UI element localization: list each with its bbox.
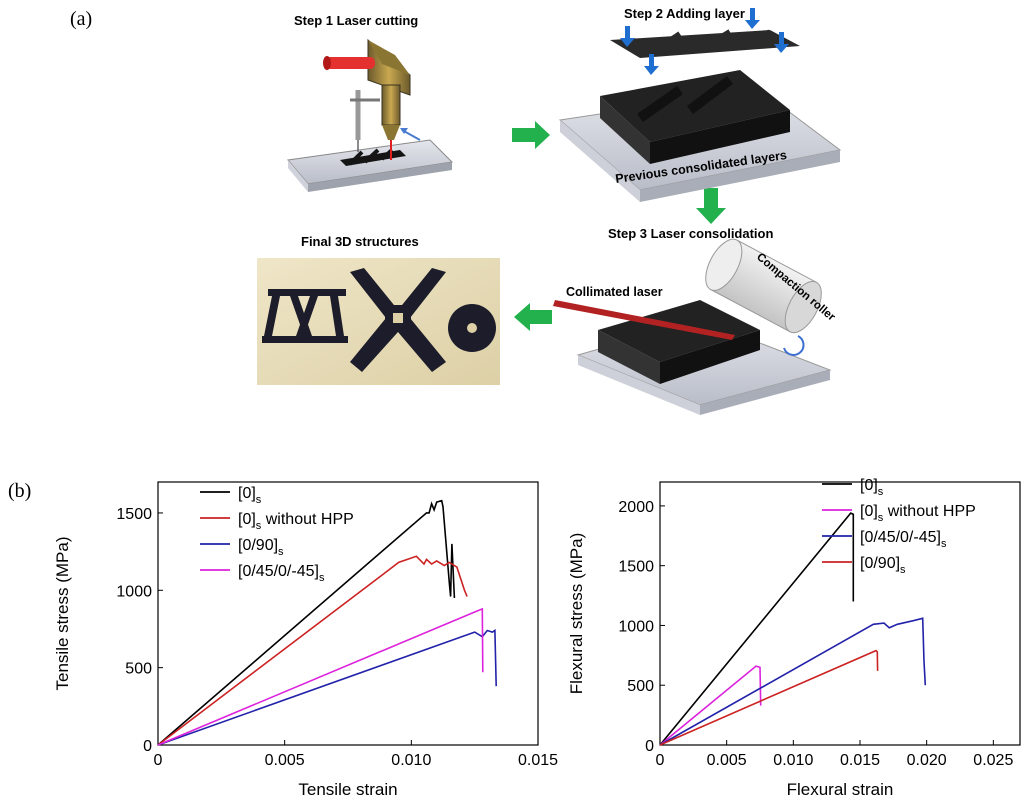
- y-axis-label: Tensile stress (MPa): [53, 537, 72, 691]
- x-tick-label: 0.005: [265, 752, 305, 769]
- y-tick-label: 500: [125, 661, 152, 678]
- plot-frame: [157, 481, 539, 746]
- legend-base: [0/45/0/-45]: [238, 563, 319, 580]
- x-tick-label: 0.015: [840, 752, 880, 769]
- legend-entry: [0]s without HPP: [238, 511, 354, 532]
- panel-b-label: (b): [8, 480, 32, 502]
- step1-title: Step 1 Laser cutting: [294, 13, 418, 28]
- laser-consolidation-setup: [553, 238, 832, 415]
- x-tick-label: 0.010: [391, 752, 431, 769]
- series-line-3: [659, 617, 927, 746]
- step3-title: Step 3 Laser consolidation: [608, 226, 773, 241]
- y-tick-label: 1500: [618, 559, 654, 576]
- legend-entry: [0/90]s: [860, 555, 906, 576]
- x-tick-label: 0.015: [518, 752, 558, 769]
- legend-base: [0]: [860, 477, 878, 494]
- x-tick-label: 0: [154, 752, 163, 769]
- legend-sub: s: [278, 546, 284, 558]
- legend-entry: [0/45/0/-45]s: [238, 563, 325, 584]
- legend-base: [0/90]: [238, 537, 278, 554]
- green-arrow-down-icon: [696, 188, 726, 224]
- legend-suffix: without HPP: [261, 511, 353, 528]
- legend-base: [0]: [238, 485, 256, 502]
- legend-entry: [0/45/0/-45]s: [860, 529, 947, 550]
- x-axis-label: Flexural strain: [787, 780, 894, 799]
- legend-base: [0]: [238, 511, 256, 528]
- step2-title: Step 2 Adding layer: [624, 6, 745, 21]
- legend-sub: s: [256, 520, 262, 532]
- legend-entry: [0]s without HPP: [860, 503, 976, 524]
- legend-sub: s: [878, 512, 884, 524]
- legend-sub: s: [941, 538, 947, 550]
- y-tick-label: 1500: [116, 506, 152, 523]
- plot-frame: [659, 481, 1021, 746]
- legend-sub: s: [900, 564, 906, 576]
- series-line-3: [157, 629, 497, 746]
- x-tick-label: 0: [656, 752, 665, 769]
- legend-base: [0/90]: [860, 555, 900, 572]
- x-tick-label: 0.010: [773, 752, 813, 769]
- legend-entry: [0/90]s: [238, 537, 284, 558]
- y-tick-label: 2000: [618, 499, 654, 516]
- collimated-laser-label: Collimated laser: [566, 285, 663, 299]
- series-line-1: [157, 499, 456, 746]
- final-structures-photo: [257, 258, 500, 385]
- legend-entry: [0]s: [860, 477, 884, 498]
- y-tick-label: 500: [627, 678, 654, 695]
- y-tick-label: 1000: [618, 618, 654, 635]
- x-tick-label: 0.005: [707, 752, 747, 769]
- series-line-2: [157, 555, 468, 746]
- legend-sub: s: [319, 572, 325, 584]
- y-axis-label: Flexural stress (MPa): [567, 533, 586, 695]
- flexural-chart: 0 0.005 0.010 0.015 0.020 0.025 0 500 1000 1500 20…: [567, 477, 1021, 799]
- x-axis-label: Tensile strain: [298, 780, 397, 799]
- x-tick-label: 0.020: [907, 752, 947, 769]
- legend-suffix: without HPP: [883, 503, 975, 520]
- y-tick-label: 0: [645, 738, 654, 755]
- legend-sub: s: [256, 494, 262, 506]
- legend-base: [0/45/0/-45]: [860, 529, 941, 546]
- green-arrow-right-icon: [512, 121, 550, 149]
- legend-base: [0]: [860, 503, 878, 520]
- series-line-2: [659, 665, 762, 746]
- panel-a-label: (a): [70, 8, 93, 30]
- adding-layer-setup: [558, 8, 842, 202]
- legend-sub: s: [878, 486, 884, 498]
- laser-cutting-setup: [287, 38, 454, 192]
- x-tick-label: 0.025: [973, 752, 1013, 769]
- final-structures-title: Final 3D structures: [301, 234, 419, 249]
- legend-entry: [0]s: [238, 485, 262, 506]
- series-line-1: [659, 512, 855, 746]
- process-schematic: Step 1 Laser cutting Step 2 Adding layer: [257, 6, 842, 415]
- y-tick-label: 0: [143, 738, 152, 755]
- y-tick-label: 1000: [116, 583, 152, 600]
- series-line-4: [659, 649, 879, 746]
- green-arrow-left-icon: [514, 303, 552, 331]
- series-line-4: [157, 607, 484, 746]
